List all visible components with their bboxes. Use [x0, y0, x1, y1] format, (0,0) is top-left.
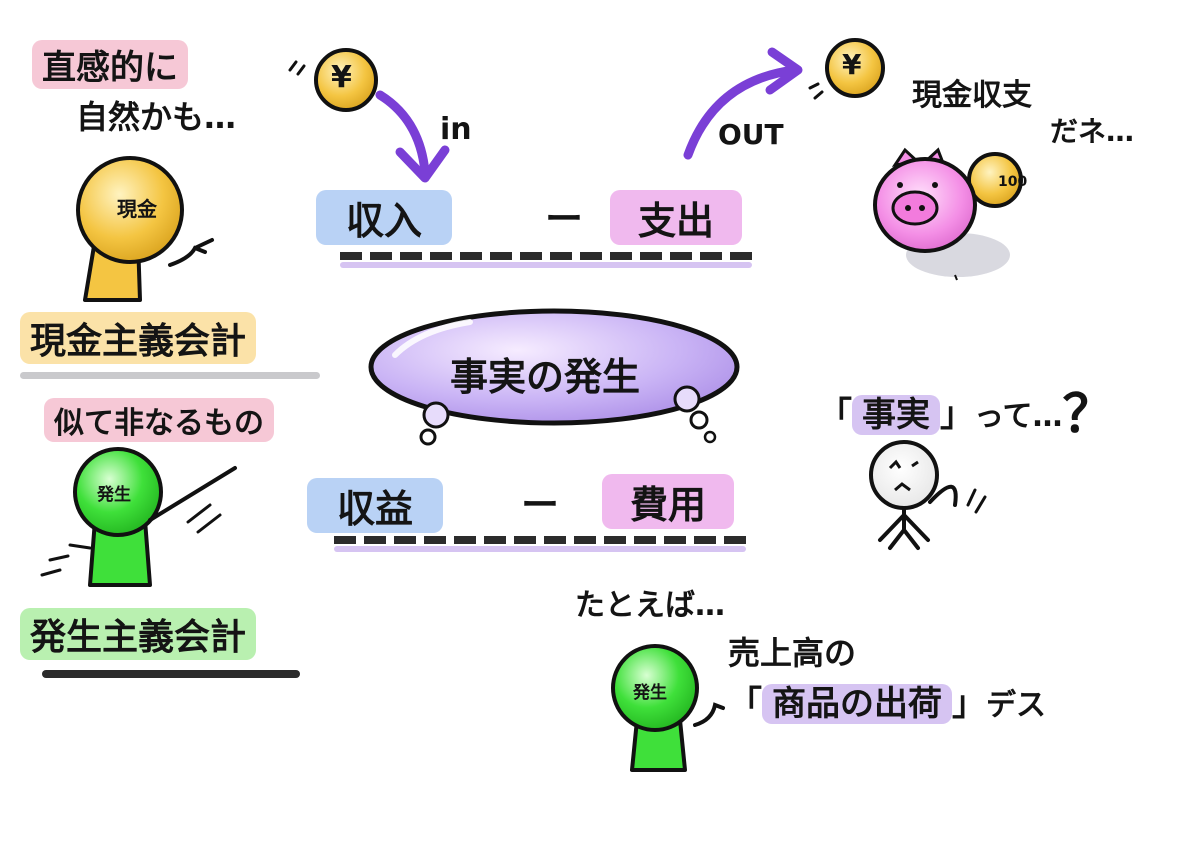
accrual-flow-underline	[334, 536, 746, 544]
example-character-label: 発生	[633, 683, 667, 703]
cash-minus: ー	[545, 197, 584, 241]
cash-note-line2: だネ…	[1050, 115, 1135, 148]
question-word: 事実	[852, 395, 940, 435]
intuitive-line1: 直感的に	[32, 40, 188, 89]
example-line2: 「商品の出荷」デス	[728, 676, 1046, 725]
example-open-bracket: 「	[728, 684, 762, 724]
pig-coin-text: 100	[998, 174, 1027, 190]
example-intro: たとえば…	[575, 588, 725, 623]
cash-basis-title: 現金主義会計	[20, 312, 257, 364]
example-highlight: 商品の出荷	[762, 684, 952, 724]
coin-out	[808, 38, 885, 100]
out-label: OUT	[718, 118, 784, 151]
accrual-character	[40, 447, 237, 587]
cash-character-label: 現金	[117, 197, 157, 221]
example-line1: 売上高の	[728, 634, 857, 672]
similar-note: 似て非なるもの	[44, 398, 274, 442]
arrow-out	[683, 65, 800, 160]
accrual-basis-underline	[42, 670, 300, 678]
example-character	[611, 644, 725, 772]
question-close-bracket: 」	[940, 395, 974, 435]
accrual-character-label: 発生	[97, 485, 131, 505]
question-mark: ？	[1062, 385, 1115, 445]
intuitive-note: 直感的に	[32, 40, 188, 89]
accrual-basis-heading: 発生主義会計	[20, 608, 320, 678]
cash-flow-underline-shadow	[340, 262, 752, 268]
coin-out-symbol: ¥	[842, 48, 862, 81]
arrow-out-head	[765, 47, 803, 95]
confused-figure	[869, 440, 987, 550]
accrual-minus: ー	[521, 483, 560, 527]
piggy-bank-illustration: 100	[873, 147, 1027, 281]
in-label: in	[440, 112, 472, 147]
cash-character	[76, 156, 214, 302]
coin-in	[288, 48, 378, 112]
intuitive-line2: 自然かも…	[76, 98, 237, 136]
question-note: 「事実」って…？	[818, 372, 1115, 447]
example-close-bracket: 」	[952, 684, 986, 724]
cash-basis-heading: 現金主義会計	[20, 312, 332, 379]
question-tail: って…	[974, 399, 1063, 434]
coin-in-symbol: ¥	[331, 60, 352, 95]
question-open-bracket: 「	[818, 395, 852, 435]
accrual-flow-underline-shadow	[334, 546, 746, 552]
income-term: 収入	[316, 190, 453, 245]
cost-term: 費用	[602, 474, 735, 529]
fact-bubble-text: 事実の発生	[450, 355, 641, 399]
cash-flow-underline	[340, 252, 752, 260]
accrual-basis-title: 発生主義会計	[20, 608, 257, 660]
arrow-in	[375, 90, 430, 177]
cash-basis-underline	[20, 372, 320, 379]
example-tail: デス	[986, 688, 1046, 723]
similar-text: 似て非なるもの	[44, 398, 274, 442]
expense-term: 支出	[610, 190, 743, 245]
arrow-in-head	[395, 145, 450, 183]
fact-thought-bubble	[368, 308, 740, 446]
cash-note-line1: 現金収支	[912, 78, 1032, 113]
revenue-term: 収益	[307, 478, 444, 533]
